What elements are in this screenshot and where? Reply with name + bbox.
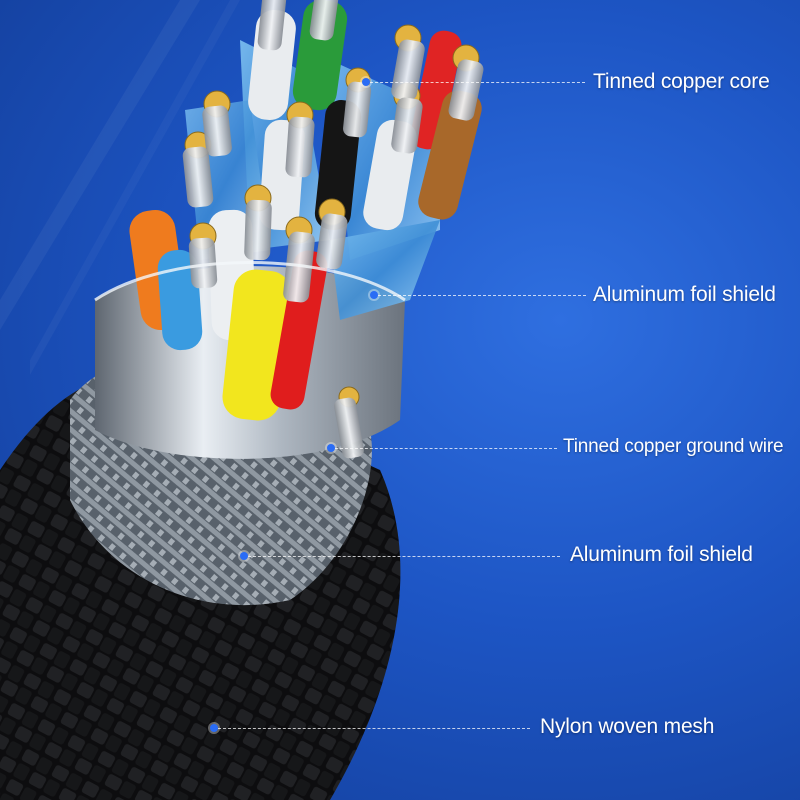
marker-dot (362, 78, 370, 86)
label-aluminum-foil-shield-inner: Aluminum foil shield (593, 283, 776, 306)
marker-dot (370, 291, 378, 299)
label-nylon-woven-mesh: Nylon woven mesh (540, 715, 715, 738)
tinned-strands (182, 0, 484, 459)
leader-line (218, 728, 530, 729)
leader-line (335, 448, 557, 449)
label-aluminum-foil-shield-outer: Aluminum foil shield (570, 543, 753, 566)
marker-dot (327, 444, 335, 452)
leader-line (378, 295, 586, 296)
leader-line (370, 82, 585, 83)
leader-line (248, 556, 560, 557)
foil-wrap (330, 220, 440, 320)
marker-dot (210, 724, 218, 732)
light-streak (30, 0, 240, 375)
marker-dot (240, 552, 248, 560)
foil-rim (94, 261, 406, 302)
label-tinned-copper-ground-wire: Tinned copper ground wire (563, 436, 784, 457)
label-tinned-copper-core: Tinned copper core (593, 70, 770, 93)
light-streak (0, 0, 200, 330)
